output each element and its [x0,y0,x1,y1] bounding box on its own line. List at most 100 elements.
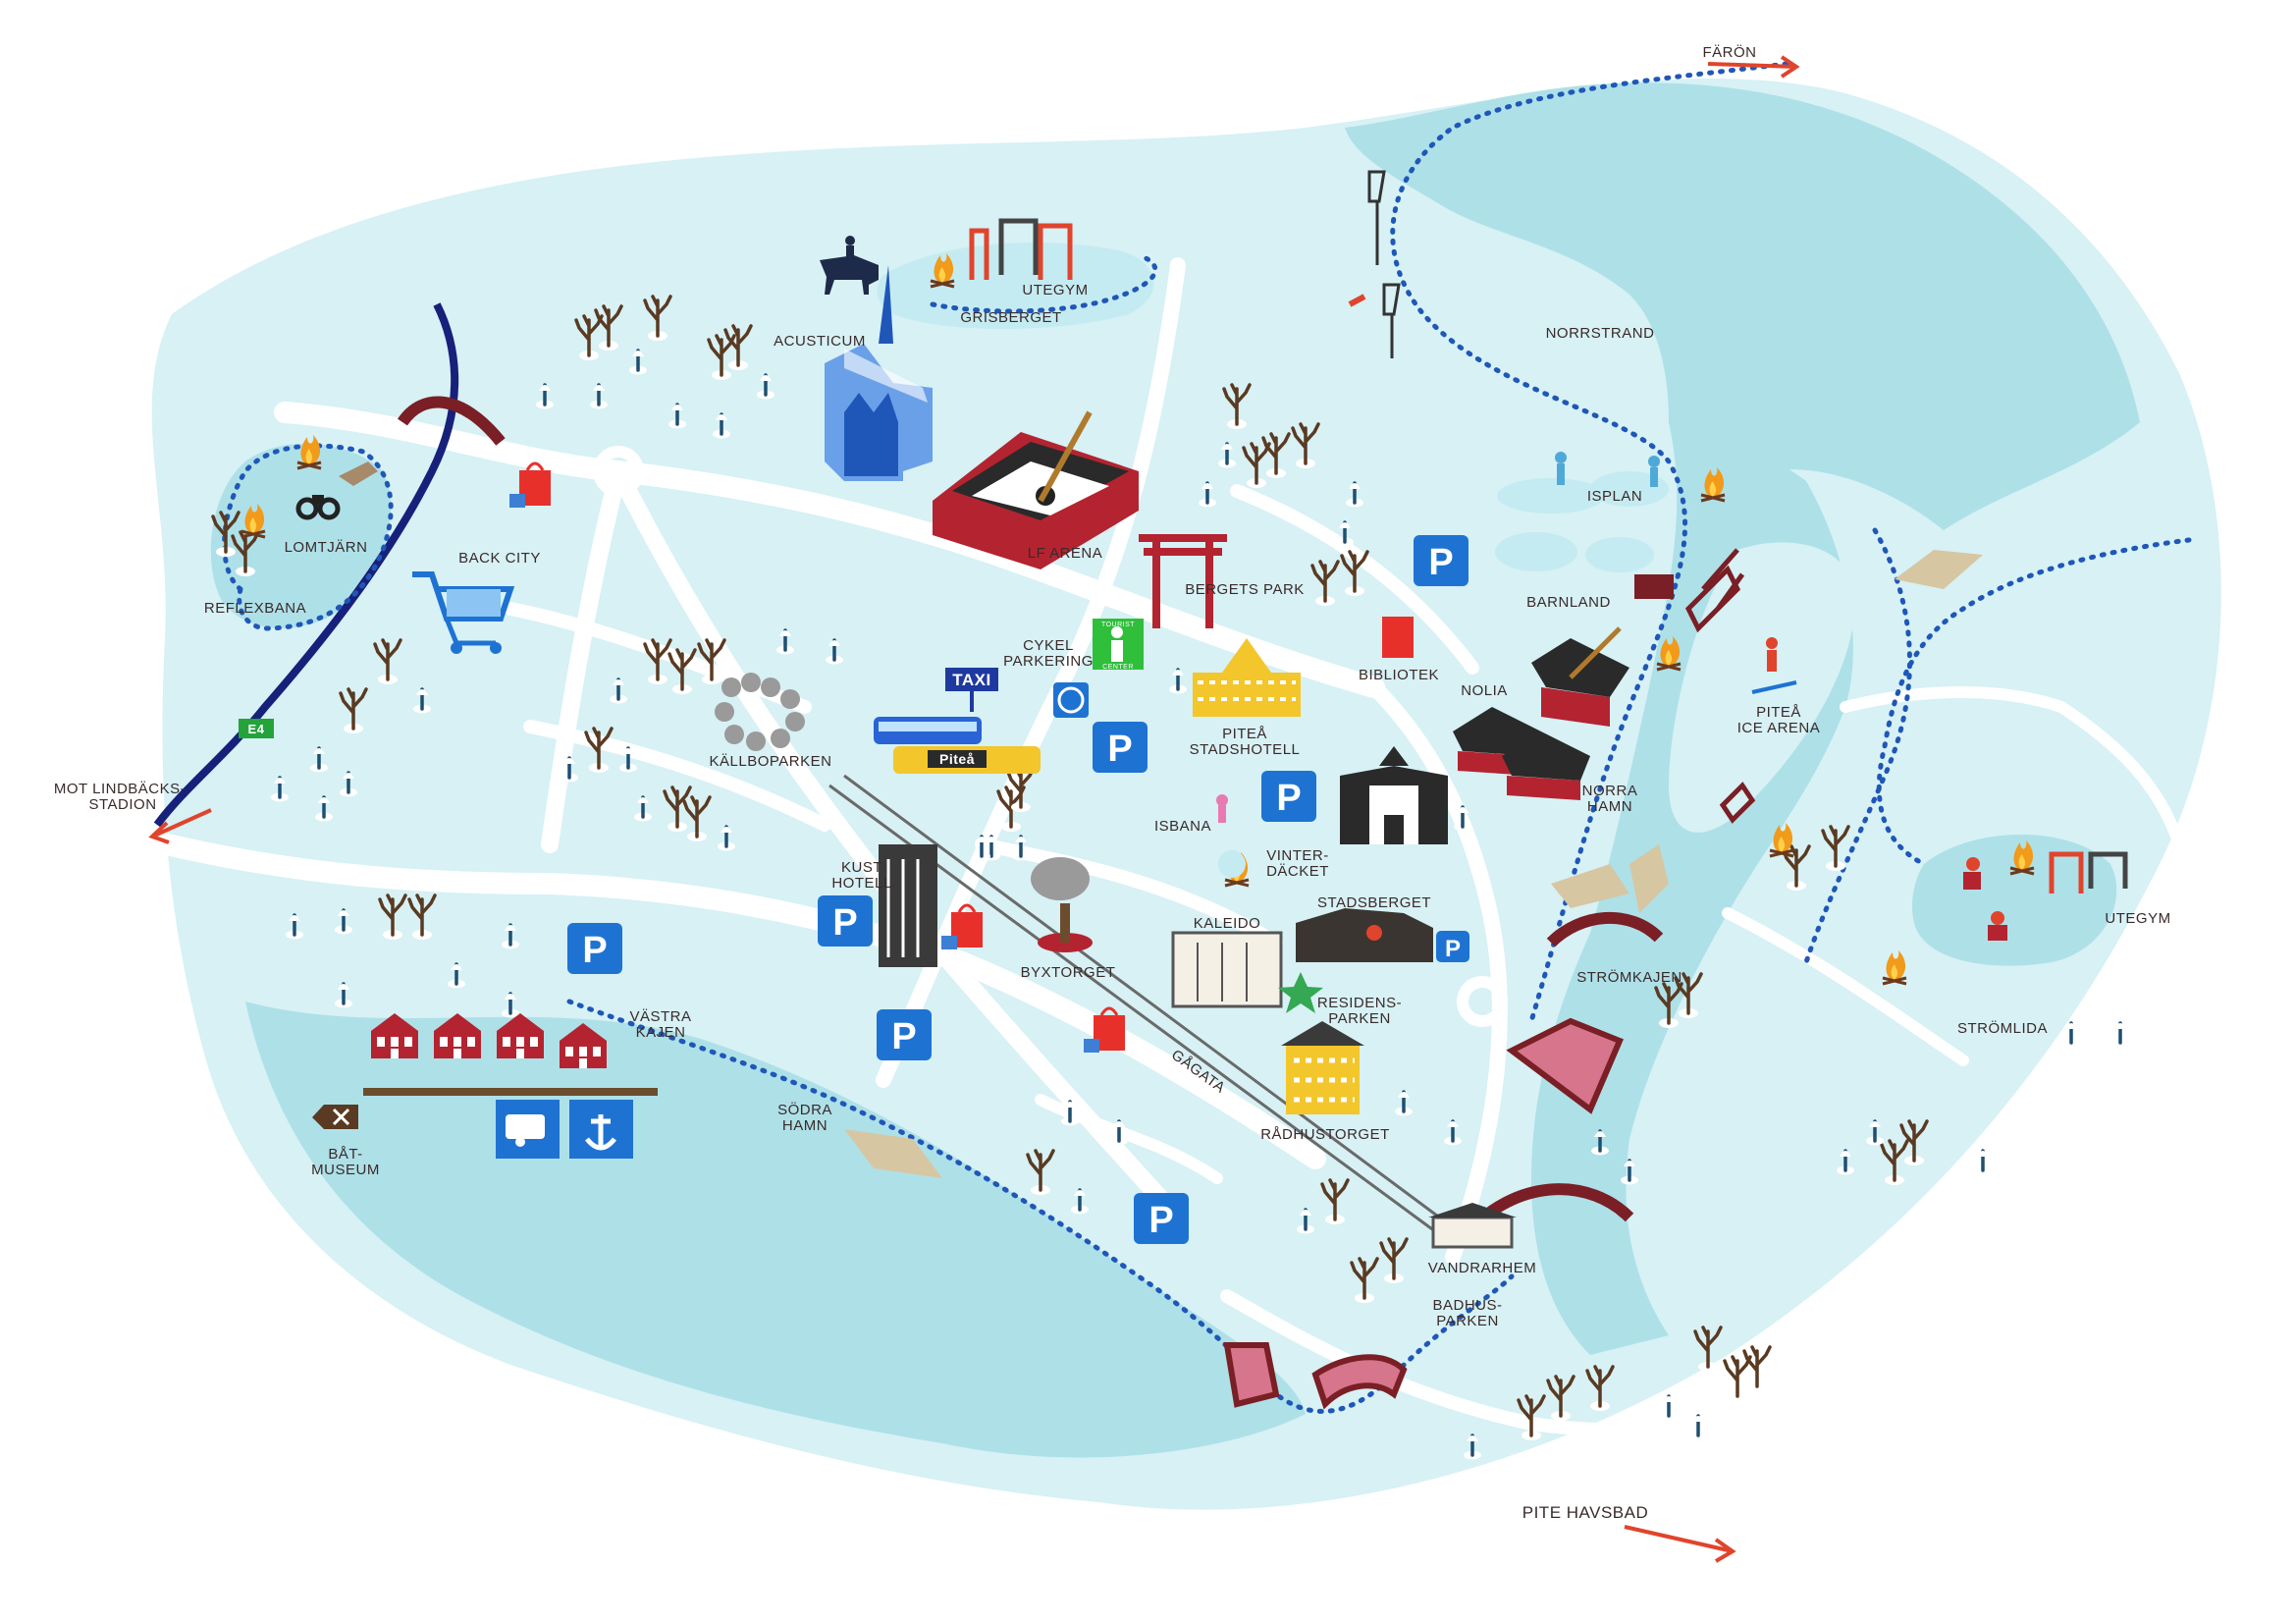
label-pitea-ice-arena-1: PITEÅ [1756,704,1801,721]
label-cykelparkering-1: CYKEL [1023,637,1074,654]
label-bergets-park: BERGETS PARK [1185,581,1305,598]
svg-text:P: P [1445,936,1461,962]
label-kallboparken: KÄLLBOPARKEN [710,753,832,770]
lf-arena-building [933,410,1139,569]
parking-icon: P [818,895,873,947]
kusthotell-building [879,844,985,967]
parking-icon: P [1261,771,1316,822]
svg-text:E4: E4 [248,722,265,736]
torii-gate-icon [1139,534,1227,628]
label-vastra-kajen-2: KAJEN [636,1024,686,1041]
bus-icon: Piteå [874,717,1041,774]
stromlida-pond [1912,835,2117,966]
binoculars-icon [295,495,341,520]
bridge-icon [398,396,1664,1410]
ice-arena-island [1669,542,1855,833]
water-north [1345,82,2140,531]
parking-icon: P [1093,722,1148,773]
svg-text:P: P [891,1016,916,1057]
label-barnland: BARNLAND [1526,594,1611,611]
svg-text:TAXI: TAXI [952,671,990,689]
vandrarhem-building [1428,1203,1517,1249]
label-mot-lindbacks-2: STADION [88,796,156,813]
svg-text:TOURIST: TOURIST [1101,622,1135,628]
label-badhusparken-2: PARKEN [1436,1313,1499,1329]
disc-golf-flag [1348,294,1366,307]
label-grisberget: GRISBERGET [960,309,1061,326]
boardwalks [844,550,1983,1178]
anchor-icon[interactable] [569,1100,633,1159]
label-sodra-hamn-2: HAMN [782,1117,828,1134]
lomtjarn-lake [210,443,392,628]
label-lomtjarn: LOMTJÄRN [285,539,368,556]
label-acusticum: ACUSTICUM [774,333,866,350]
e4-highway [153,302,459,828]
label-isbana: ISBANA [1154,818,1211,835]
kallboparken-stones [715,673,805,751]
label-batmuseum-1: BÅT- [328,1146,362,1163]
svg-text:CENTER: CENTER [1102,664,1134,671]
caravan-icon[interactable] [496,1100,560,1159]
radhuset-building [1281,1021,1364,1114]
parking-icon: P [1134,1193,1189,1244]
label-badhusparken-1: BADHUS- [1432,1297,1502,1314]
label-vastra-kajen-1: VÄSTRA [629,1008,691,1025]
label-pitea-stadshotell-1: PITEÅ [1222,726,1267,742]
svg-text:P: P [1107,729,1132,770]
svg-text:P: P [582,930,607,971]
label-reflexbana: REFLEXBANA [204,600,306,617]
label-isplan: ISPLAN [1587,488,1642,505]
disc-golf-icon [1367,170,1401,358]
stadsberget-building [1296,908,1433,962]
kaleido-building [1171,931,1283,1008]
svg-text:P: P [1428,542,1453,583]
acusticum-building [825,265,933,481]
bird-icon [339,461,378,486]
label-residensparken-1: RESIDENS- [1317,995,1402,1011]
label-stadsberget: STADSBERGET [1317,894,1431,911]
bicycle-icon[interactable] [1053,682,1089,718]
boat-museum-icon [312,1105,358,1129]
label-norra-hamn-1: NORRA [1582,783,1638,799]
svg-text:P: P [1276,778,1301,819]
label-pite-havsbad: PITE HAVSBAD [1522,1503,1649,1522]
label-nolia: NOLIA [1461,682,1508,699]
shopping-cart-icon [412,571,515,654]
skier-icon [1751,637,1797,694]
taxi-icon: TAXI [945,668,998,712]
label-stromkajen: STRÖMKAJEN [1576,968,1682,986]
label-batmuseum-2: MUSEUM [311,1162,380,1178]
svg-text:P: P [832,902,857,944]
label-pitea-stadshotell-2: STADSHOTELL [1190,741,1301,758]
vastra-kajen-houses [363,1013,658,1096]
tourist-info-icon[interactable]: TOURIST CENTER [1093,619,1144,671]
star-icon [1278,972,1323,1013]
label-norrstrand: NORRSTRAND [1546,325,1655,342]
label-byxtorget: BYXTORGET [1021,964,1116,981]
parking-icon: P [1436,931,1469,962]
outdoor-gym-north [969,218,1073,280]
sledge-icon [1963,857,2007,941]
svg-text:P: P [1148,1200,1173,1241]
label-norra-hamn-2: HAMN [1587,798,1632,815]
church-building [1340,746,1448,844]
label-cykelparkering-2: PARKERING [1003,653,1094,670]
label-residensparken-2: PARKEN [1328,1010,1391,1027]
label-stromlida: STRÖMLIDA [1957,1019,2048,1037]
horse-rider-icon [820,236,879,295]
label-kaleido: KALEIDO [1194,915,1261,932]
parking-icon: P [1414,535,1468,586]
parking-signs[interactable]: P P P P P P P P [567,535,1469,1244]
isplan-rink [1495,471,1669,572]
label-vandrarhem: VANDRARHEM [1428,1260,1537,1276]
map-labels: FÄRÖN GRISBERGET UTEGYM ACUSTICUM LF ARE… [54,43,2170,1522]
library-building [1382,617,1414,658]
label-back-city: BACK CITY [458,550,541,567]
outdoor-gym-east [2049,851,2128,893]
parking-icon: P [567,923,622,974]
label-lf-arena: LF ARENA [1028,545,1103,562]
label-utegym-east: UTEGYM [2105,910,2170,927]
label-utegym-north: UTEGYM [1022,282,1088,298]
label-vinterdacket-2: DÄCKET [1266,863,1329,880]
